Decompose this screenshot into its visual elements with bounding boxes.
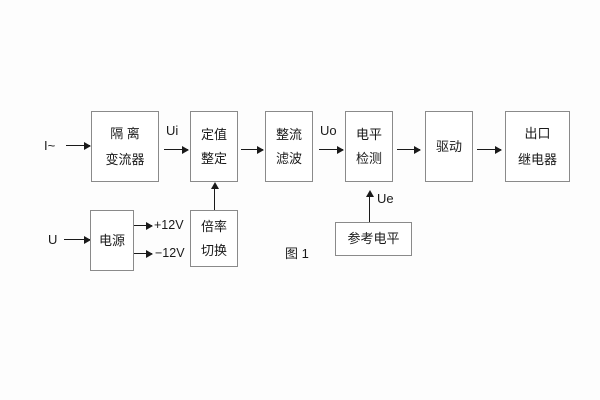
signal-label-uo: Uo: [320, 123, 337, 138]
arrow-reference-level-to-level-detect: [365, 190, 374, 222]
block-rectify-filter-line1: 整流: [275, 126, 302, 142]
figure-caption: 图 1: [285, 246, 309, 261]
block-reference-level: 参考电平: [335, 222, 412, 256]
block-multiplier-switch-line2: 切换: [200, 242, 227, 258]
block-level-detect-line1: 电平: [355, 126, 382, 142]
block-power-supply-line1: 电源: [98, 232, 125, 248]
block-output-relay: 出口 继电器: [505, 111, 570, 182]
block-multiplier-switch: 倍率 切换: [190, 210, 238, 267]
block-setpoint-adjust-line2: 整定: [200, 150, 227, 166]
arrow-multiplier-switch-to-setpoint: [210, 182, 219, 210]
block-level-detect-line2: 检测: [355, 150, 382, 166]
block-isolation-transformer-line2: 变流器: [105, 151, 145, 167]
arrow-current-input-to-isolation: [66, 141, 91, 150]
arrow-rectify-to-level-detect: [319, 145, 344, 154]
signal-label-ui: Ui: [166, 123, 179, 138]
block-rectify-filter: 整流 滤波: [265, 111, 313, 182]
arrow-isolation-to-setpoint: [164, 145, 189, 154]
block-setpoint-adjust-line1: 定值: [200, 126, 227, 142]
block-isolation-transformer: 隔 离 变流器: [91, 111, 159, 182]
block-level-detect: 电平 检测: [345, 111, 393, 182]
arrow-voltage-input-to-power-supply: [64, 235, 91, 244]
block-multiplier-switch-line1: 倍率: [200, 218, 227, 234]
block-output-relay-line2: 继电器: [517, 151, 557, 167]
block-isolation-transformer-line1: 隔 离: [110, 125, 140, 141]
arrow-setpoint-to-rectify: [241, 145, 264, 154]
arrow-rail-negative: [134, 249, 153, 258]
block-driver-line1: 驱动: [435, 138, 462, 154]
voltage-input-label: U: [48, 232, 58, 247]
arrow-driver-to-output-relay: [477, 145, 502, 154]
block-setpoint-adjust: 定值 整定: [190, 111, 238, 182]
block-output-relay-line1: 出口: [524, 125, 551, 141]
current-input-label: I~: [44, 138, 56, 153]
rail-negative-label: −12V: [155, 246, 185, 260]
signal-label-ue: Ue: [377, 191, 394, 206]
rail-positive-label: +12V: [154, 218, 184, 232]
block-driver: 驱动: [425, 111, 473, 182]
block-reference-level-line1: 参考电平: [347, 231, 400, 247]
block-power-supply: 电源: [90, 210, 134, 271]
arrow-level-detect-to-driver: [397, 145, 421, 154]
block-rectify-filter-line2: 滤波: [275, 150, 302, 166]
arrow-rail-positive: [134, 221, 153, 230]
